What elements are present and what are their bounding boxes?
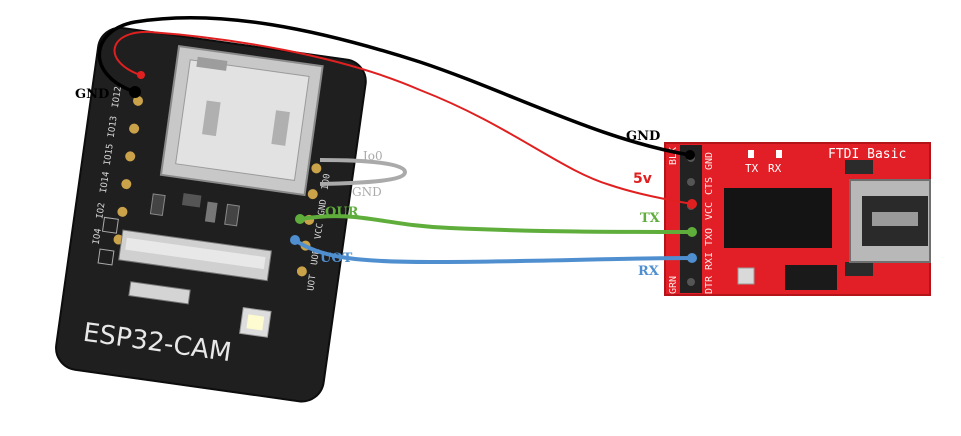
esp-pin-vcc: VCC	[314, 223, 326, 240]
ftdi-pin-rxi: RXI	[704, 252, 715, 270]
rx-label: RX	[638, 264, 660, 279]
camera-connector	[118, 229, 273, 282]
esp-pin-io14: IO14	[99, 171, 112, 194]
ftdi-pin-cts: CTS	[704, 177, 715, 195]
ftdi-pin-txo: TXO	[704, 228, 715, 246]
rx-led	[776, 150, 782, 158]
ftdi-pin-dtr: DTR	[704, 275, 715, 294]
gnd-wire	[97, 15, 691, 157]
ftdi-pin-gnd: GND	[704, 152, 715, 170]
gnd-esp-label: GND	[75, 87, 109, 102]
esp-pin-io2: IO2	[95, 202, 107, 219]
ftdi-pin-grn: GRN	[668, 276, 679, 294]
esp-pin-uot: UOT	[306, 274, 318, 292]
ftdi-board-title: FTDI Basic	[828, 147, 906, 162]
ftdi-pin-vcc: VCC	[704, 202, 715, 220]
ftdi-basic-board: BLK GND CTS VCC TXO RXI DTR GRN FTDI Bas…	[664, 142, 931, 296]
ftdi-led-rx-label: RX	[768, 162, 782, 175]
sd-card-slot	[159, 44, 324, 197]
tx-label: TX	[640, 211, 661, 226]
esp-pin-io12: IO12	[111, 86, 124, 109]
uot-label: UOT	[320, 251, 353, 266]
ftdi-pin-blk: BLK	[668, 147, 679, 165]
esp-pin-io13: IO13	[107, 115, 120, 138]
rx-wire	[293, 238, 693, 265]
esp-pin-io15: IO15	[103, 143, 116, 166]
our-label: OUR	[325, 205, 359, 220]
mini-usb-connector	[849, 179, 931, 263]
esp-pin-gnd: GND	[317, 199, 329, 216]
gnd-ftdi-label: GND	[626, 129, 660, 144]
esp32-cam-board: IO12 IO13 IO15 IO14 IO2 IO4 IO0 GND VCC …	[55, 26, 367, 403]
tx-led	[748, 150, 754, 158]
io0-label: Io0	[363, 149, 383, 163]
gnd-jumper-label: GND	[352, 185, 382, 199]
esp-left-pin-labels: IO12 IO13 IO15 IO14 IO2 IO4	[92, 86, 144, 245]
esp-pin-io4: IO4	[92, 228, 104, 245]
ftdi-led-tx-label: TX	[745, 162, 759, 175]
ftdi-pin-header	[680, 145, 702, 293]
tx-wire	[299, 214, 693, 234]
io0-gnd-jumper-wire	[319, 158, 408, 186]
five-v-label: 5v	[633, 171, 652, 187]
power-5v-wire	[113, 30, 693, 205]
esp-pin-io0: IO0	[321, 173, 333, 190]
ftdi-chip	[724, 188, 832, 248]
